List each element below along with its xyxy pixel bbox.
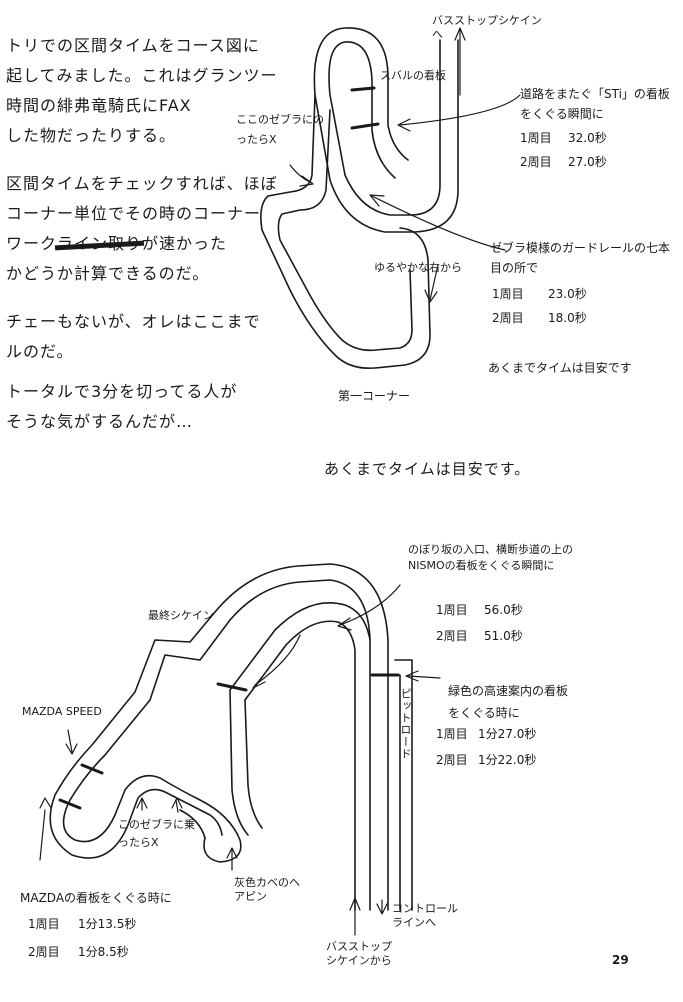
intro-line: そうな気がするんだが… xyxy=(6,412,194,431)
guardrail-lap2-time: 18.0秒 xyxy=(548,311,587,325)
page-number: 29 xyxy=(612,953,629,967)
intro-line-part: ワーク xyxy=(6,234,58,253)
sti-lap1-lap: 1周目 xyxy=(520,131,552,145)
arrow-icon xyxy=(289,164,314,187)
track-map-1 xyxy=(260,27,459,370)
label-guardrail-note: ゼブラ模様のガードレールの七本目の所で xyxy=(490,241,671,275)
nismo-lap1-lap: 1周目 xyxy=(436,603,468,617)
intro-line: 時間の緋弗竜騎氏にFAX xyxy=(6,96,192,115)
green-lap2-lap: 2周目 xyxy=(436,753,468,767)
timing-line-icon xyxy=(350,86,376,92)
track-2-inner xyxy=(49,563,389,911)
nismo-lap2-lap: 2周目 xyxy=(436,629,468,643)
arrow-icon xyxy=(226,847,238,871)
label-from-bus-stop: バスストップシケインから xyxy=(326,940,392,967)
label-green-note: 緑色の高速案内の看板をくぐる時に xyxy=(448,684,569,720)
arrow-icon xyxy=(65,729,78,755)
arrow-icon xyxy=(424,264,439,303)
timing-line-icon xyxy=(58,798,82,810)
track-1-outer xyxy=(328,39,441,216)
arrow-icon xyxy=(369,194,506,251)
green-lap1-lap: 1周目 xyxy=(436,727,468,741)
disclaimer: あくまでタイムは目安です。 xyxy=(324,460,531,478)
intro-line: かどうか計算できるのだ。 xyxy=(6,264,210,283)
track-2-outer xyxy=(62,579,371,911)
label-sti-note: 道路をまたぐ「STi」の看板をくぐる瞬間に xyxy=(520,87,670,121)
label-pit-road: ピットロード xyxy=(399,688,412,760)
label-zebra-note-2: このゼブラに乗ったらX xyxy=(118,818,195,849)
label-first-corner: 第一コーナー xyxy=(338,389,411,403)
track-2-branch-inner xyxy=(244,620,356,911)
guardrail-lap2-lap: 2周目 xyxy=(492,311,524,325)
track-2-pit-outer xyxy=(394,659,413,911)
struck-text: ライン取り xyxy=(57,234,143,253)
arrow-icon xyxy=(376,899,388,915)
arrow-icon xyxy=(252,634,301,689)
arrow-icon xyxy=(405,670,441,682)
mazda-lap2-lap: 2周目 xyxy=(28,945,60,959)
track-map-2 xyxy=(49,563,413,911)
track-1-main-inner xyxy=(277,109,413,352)
arrow-icon xyxy=(171,797,183,813)
label-zebra-note: ここのゼブラにのったらX xyxy=(236,113,324,146)
arrow-icon xyxy=(136,797,148,811)
label-mazda-speed: MAZDA SPEED xyxy=(22,705,102,718)
intro-line: トータルで3分を切ってる人が xyxy=(6,382,238,401)
arrow-icon xyxy=(349,897,361,936)
label-disclaimer-small: あくまでタイムは目安です xyxy=(488,361,632,375)
label-subaru-board: スバルの看板 xyxy=(380,69,446,82)
arrow-icon xyxy=(337,584,401,631)
intro-line: トリでの区間タイムをコース図に xyxy=(6,36,260,55)
intro-line: 起してみました。これはグランツー xyxy=(6,66,278,85)
intro-line: ルのだ。 xyxy=(6,342,74,361)
mazda-lap2-time: 1分8.5秒 xyxy=(78,945,129,959)
mazda-lap1-time: 1分13.5秒 xyxy=(78,917,137,931)
green-lap1-time: 1分27.0秒 xyxy=(478,727,537,741)
track-1-inner xyxy=(313,27,459,233)
label-mazda-note: MAZDAの看板をくぐる時に xyxy=(20,891,172,905)
intro-line-with-strike: ワークライン取りが速かった xyxy=(6,236,227,252)
arrow-icon xyxy=(397,94,521,132)
track-1-main-outer xyxy=(260,94,431,370)
label-hairpin: 灰色カベのヘアピン xyxy=(234,876,300,903)
sti-lap1-time: 32.0秒 xyxy=(568,131,607,145)
label-control-line: コントロールラインへ xyxy=(392,902,458,929)
arrow-icon xyxy=(39,797,52,861)
timing-line-icon xyxy=(80,763,104,775)
sti-lap2-lap: 2周目 xyxy=(520,155,552,169)
label-final-chicane: 最終シケイン xyxy=(148,609,214,622)
track-2-straight-outer xyxy=(229,689,249,836)
track-2-hairpin xyxy=(179,809,206,839)
green-lap2-time: 1分22.0秒 xyxy=(478,753,537,767)
nismo-lap1-time: 56.0秒 xyxy=(484,603,523,617)
guardrail-lap1-lap: 1周目 xyxy=(492,287,524,301)
timing-line-icon xyxy=(216,682,248,692)
nismo-lap2-time: 51.0秒 xyxy=(484,629,523,643)
track-2-straight-inner xyxy=(244,699,263,829)
arrow-icon xyxy=(454,27,466,96)
intro-line: した物だったりする。 xyxy=(6,126,177,145)
intro-line: チェーもないが、オレはここまで xyxy=(6,312,261,331)
timing-line-icon xyxy=(350,122,380,130)
sti-lap2-time: 27.0秒 xyxy=(568,155,607,169)
intro-line: 区間タイムをチェックすれば、ほぼ xyxy=(6,174,278,193)
track-2-branch-outer xyxy=(229,602,371,691)
guardrail-lap1-time: 23.0秒 xyxy=(548,287,587,301)
intro-line: コーナー単位でその時のコーナー xyxy=(6,204,262,223)
mazda-lap1-lap: 1周目 xyxy=(28,917,60,931)
label-nismo-note: のぼり坂の入口、横断歩道の上のNISMOの看板をくぐる瞬間に xyxy=(408,543,573,572)
label-gentle-right: ゆるやかな右から xyxy=(374,261,462,274)
intro-line-part: が速かった xyxy=(142,234,228,253)
label-bus-stop: バスストップシケインへ xyxy=(432,14,542,41)
